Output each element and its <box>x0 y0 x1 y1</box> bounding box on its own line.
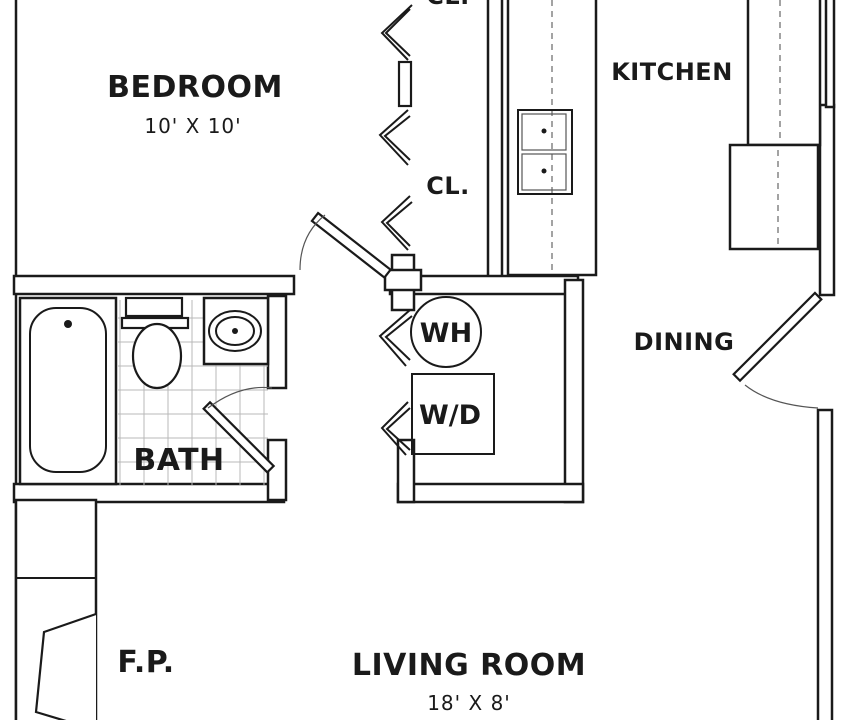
closet-doors-top <box>378 4 413 166</box>
bath-label: BATH <box>133 443 224 478</box>
washer-dryer-label: W/D <box>419 400 481 431</box>
bathroom <box>12 294 288 504</box>
closet-label: CL. <box>426 172 470 200</box>
living-room-label: LIVING ROOM <box>352 648 586 683</box>
bath-tile <box>118 300 268 485</box>
fireplace-label: F.P. <box>117 645 174 680</box>
kitchen-counter <box>506 0 598 277</box>
water-heater-label: WH <box>420 318 472 349</box>
kitchen-cabinet-right <box>728 0 822 251</box>
kitchen-label: KITCHEN <box>611 58 733 86</box>
utility-closet <box>378 278 585 504</box>
closet-doors-lower <box>380 195 413 251</box>
dining-label: DINING <box>634 328 735 356</box>
dining-door <box>732 291 823 409</box>
living-room-dims: 18' X 8' <box>427 691 511 715</box>
bedroom-walls <box>12 0 580 312</box>
bedroom-dims: 10' X 10' <box>144 114 241 138</box>
fireplace <box>14 498 98 720</box>
bedroom-label: BEDROOM <box>107 70 283 105</box>
closet-top-label: CL. <box>426 0 470 10</box>
bedroom-door <box>299 211 393 280</box>
